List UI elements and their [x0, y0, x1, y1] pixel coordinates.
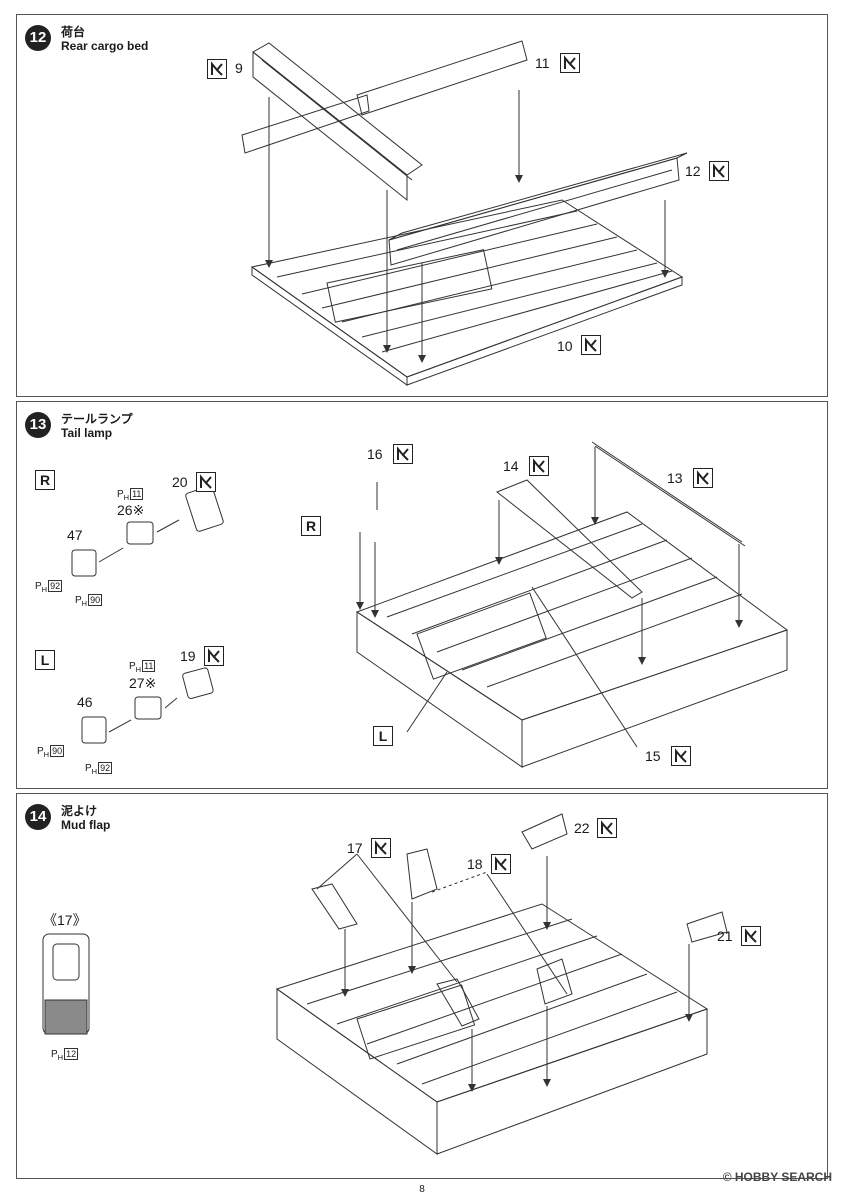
plastic-part-icon [671, 746, 691, 766]
part-number: 21 [717, 928, 733, 944]
part-number: 14 [503, 458, 519, 474]
step-title-en: Rear cargo bed [61, 39, 149, 53]
step-number-badge: 12 [25, 25, 51, 51]
cargo-bed-drawing [241, 40, 688, 386]
part-number: 10 [557, 338, 573, 354]
part-number: 17 [347, 840, 363, 856]
plastic-part-icon [581, 335, 601, 355]
step-12-panel: 12 荷台 Rear cargo bed [16, 14, 828, 397]
step-title-en: Mud flap [61, 818, 111, 832]
part-number: 27※ [129, 675, 157, 691]
watermark: © HOBBY SEARCH [722, 1170, 832, 1184]
plastic-part-icon [529, 456, 549, 476]
plastic-part-icon [693, 468, 713, 488]
side-label-right: R [301, 516, 321, 536]
plastic-part-icon [204, 646, 224, 666]
plastic-part-icon [741, 926, 761, 946]
part-number: 18 [467, 856, 483, 872]
plastic-part-icon [207, 59, 227, 79]
step-title-en: Tail lamp [61, 426, 113, 440]
part-number: 11 [535, 55, 550, 71]
part-number: 15 [645, 748, 661, 764]
plastic-part-icon [371, 838, 391, 858]
page-number: 8 [419, 1184, 425, 1195]
part-number: 19 [180, 648, 196, 664]
part-number: 22 [574, 820, 590, 836]
detail-label: 《17》 [43, 912, 87, 928]
part-number: 46 [77, 694, 93, 710]
plastic-part-icon [709, 161, 729, 181]
plastic-part-icon [597, 818, 617, 838]
step-13-panel: 13 テールランプ Tail lamp [16, 401, 828, 789]
tail-lamp-drawing [71, 441, 789, 768]
part-number: 20 [172, 474, 188, 490]
part-number: 26※ [117, 502, 145, 518]
step-title-jp: テールランプ [61, 412, 133, 426]
step-title-jp: 泥よけ [61, 804, 98, 818]
step-14-panel: 14 泥よけ Mud flap [16, 793, 828, 1179]
part-number: 47 [67, 527, 83, 543]
step-title-jp: 荷台 [61, 25, 86, 39]
mud-flap-drawing [42, 813, 728, 1155]
step-number-badge: 14 [25, 804, 51, 830]
side-label-right: R [35, 470, 55, 490]
plastic-part-icon [196, 472, 216, 492]
plastic-part-icon [393, 444, 413, 464]
side-label-left: L [35, 650, 55, 670]
part-number: 16 [367, 446, 383, 462]
part-number: 13 [667, 470, 683, 486]
part-number: 9 [235, 60, 243, 76]
plastic-part-icon [560, 53, 580, 73]
step-number-badge: 13 [25, 412, 51, 438]
side-label-left: L [373, 726, 393, 746]
part-number: 12 [685, 163, 701, 179]
plastic-part-icon [491, 854, 511, 874]
